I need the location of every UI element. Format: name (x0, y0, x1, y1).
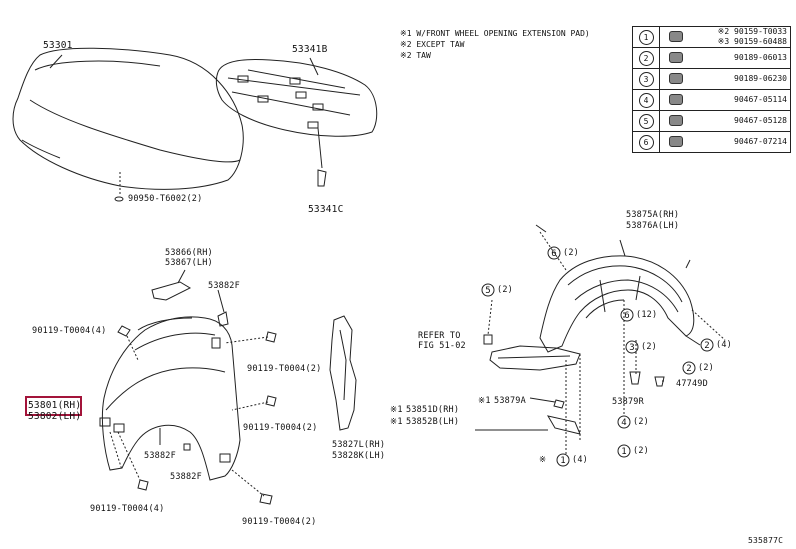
label-bolt-upper-right[interactable]: 90119-T0004(2) (247, 364, 322, 374)
clip-icon (669, 72, 683, 84)
splash-shield-drawing[interactable] (489, 345, 581, 371)
legend-row[interactable]: 4 90467-05114 (632, 89, 791, 111)
clip-icon (669, 51, 683, 63)
legend-num: 4 (638, 92, 654, 108)
callout-qty-2a: (2) (698, 363, 714, 373)
legend-num: 5 (638, 113, 654, 129)
label-bolt-upper-left[interactable]: 90119-T0004(4) (32, 326, 107, 336)
label-fender-seal-lh[interactable]: 53867(LH) (165, 258, 213, 268)
label-mudguard-rh[interactable]: 53851D(RH) (406, 405, 460, 415)
clip-icon (669, 135, 683, 147)
label-refer-fig[interactable]: FIG 51-02 (418, 341, 466, 351)
label-bolt-mid-right[interactable]: 90119-T0004(2) (243, 423, 318, 433)
label-fender-panel-rh[interactable]: 53827L(RH) (332, 440, 386, 450)
legend-part[interactable]: 90189-06013 (734, 53, 787, 62)
label-hood[interactable]: 53301 (43, 40, 73, 51)
label-refer-to[interactable]: REFER TO (418, 331, 461, 341)
label-splash-shield[interactable]: 53879A (494, 396, 526, 406)
callout-qty-4: (2) (633, 417, 649, 427)
legend-part[interactable]: 90189-06230 (734, 74, 787, 83)
fastener-legend-table: 1 ※2 90159-T0033※3 90159-60488 2 90189-0… (632, 26, 791, 153)
callout-circle-2b: 2 (704, 341, 709, 351)
label-liner-lh[interactable]: 53876A(LH) (626, 221, 680, 231)
legend-row[interactable]: 2 90189-06013 (632, 47, 791, 69)
label-fender-panel-lh[interactable]: 53828K(LH) (332, 451, 386, 461)
callout-qty-1a: (2) (633, 446, 649, 456)
wheel-liner-drawing[interactable] (539, 255, 695, 353)
label-fender-bracket-top[interactable]: 53882F (208, 281, 240, 291)
legend-num: 3 (638, 71, 654, 87)
callout-circle-3: 3 (629, 343, 634, 353)
clip-icon (669, 93, 683, 105)
label-mark-star1-rh: ※1 (390, 405, 403, 415)
label-hood-bolt[interactable]: 90950-T6002(2) (128, 194, 203, 204)
label-mark-star1-lh: ※1 (390, 417, 403, 427)
legend-row[interactable]: 5 90467-05128 (632, 110, 791, 132)
label-mark-star1: ※1 (478, 396, 491, 406)
label-hood-insulator[interactable]: 53341B (292, 44, 328, 55)
legend-num: 2 (638, 50, 654, 66)
callout-qty-5: (2) (497, 285, 513, 295)
hood-drawing[interactable] (12, 47, 244, 190)
callout-qty-6a: (2) (563, 248, 579, 258)
label-fender-bracket-mid[interactable]: 53882F (144, 451, 176, 461)
clip-icon (669, 114, 683, 126)
legend-part[interactable]: ※2 90159-T0033 (717, 27, 787, 36)
legend-row[interactable]: 1 ※2 90159-T0033※3 90159-60488 (632, 26, 791, 48)
label-splash-shield-r[interactable]: 53879R (612, 397, 644, 407)
legend-num: 1 (638, 29, 654, 45)
label-fender-rh[interactable]: 53801(RH) (28, 400, 82, 411)
callout-circle-1b: 1 (560, 456, 565, 466)
callout-qty-2b: (4) (716, 340, 732, 350)
label-fender-lh[interactable]: 53802(LH) (28, 411, 82, 422)
callout-circle-1a: 1 (621, 447, 626, 457)
label-fender-bracket-low[interactable]: 53882F (170, 472, 202, 482)
callout-circle-2a: 2 (686, 364, 691, 374)
legend-part[interactable]: ※3 90159-60488 (717, 37, 787, 46)
footnote-1: ※1 W/FRONT WHEEL OPENING EXTENSION PAD) (400, 29, 590, 38)
legend-num: 6 (638, 134, 654, 150)
hood-insulator-drawing[interactable] (215, 59, 378, 137)
callout-circle-4: 4 (621, 418, 626, 428)
legend-part[interactable]: 90467-05114 (734, 95, 787, 104)
label-liner-rh[interactable]: 53875A(RH) (626, 210, 680, 220)
fender-drawing[interactable] (99, 316, 241, 481)
callout-circle-5: 5 (485, 286, 490, 296)
figure-code: 535877C (748, 536, 784, 545)
label-clip-47749d[interactable]: 47749D (676, 379, 708, 389)
label-fender-seal-rh[interactable]: 53866(RH) (165, 248, 213, 258)
fender-highlight-box (25, 396, 82, 416)
label-bolt-lower-left[interactable]: 90119-T0004(4) (90, 504, 165, 514)
callout-circle-6b: 6 (624, 311, 629, 321)
label-insulator-clip[interactable]: 53341C (308, 204, 344, 215)
footnotes: ※1 W/FRONT WHEEL OPENING EXTENSION PAD) … (400, 28, 590, 61)
callout-qty-1b: (4) (572, 455, 588, 465)
legend-row[interactable]: 6 90467-07214 (632, 131, 791, 153)
callout-circle-6a: 6 (551, 249, 556, 259)
label-bolt-lower-right[interactable]: 90119-T0004(2) (242, 517, 317, 527)
legend-row[interactable]: 3 90189-06230 (632, 68, 791, 90)
legend-part[interactable]: 90467-07214 (734, 137, 787, 146)
callout-qty-3: (2) (641, 342, 657, 352)
footnote-3: ※2 TAW (400, 51, 431, 60)
label-mark-star: ※ (539, 455, 547, 465)
fender-side-panel-drawing[interactable] (329, 315, 357, 431)
clip-icon (669, 30, 683, 42)
label-mudguard-lh[interactable]: 53852B(LH) (406, 417, 460, 427)
legend-part[interactable]: 90467-05128 (734, 116, 787, 125)
callout-qty-6b: (12) (636, 310, 658, 320)
footnote-2: ※2 EXCEPT TAW (400, 40, 465, 49)
